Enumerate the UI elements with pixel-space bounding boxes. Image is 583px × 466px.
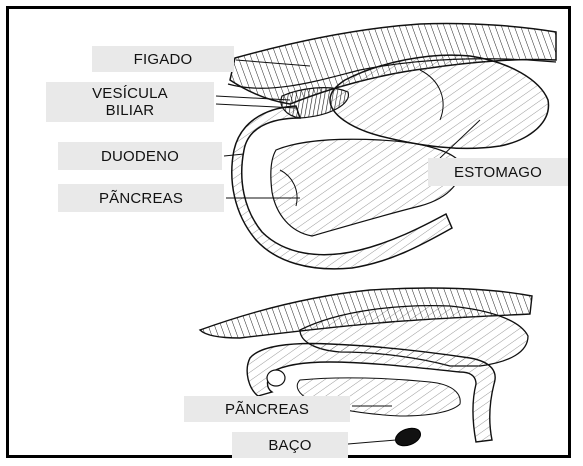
label-pancreas-top-text: PÃNCREAS	[99, 190, 183, 207]
label-biliar-text: BILIAR	[106, 102, 155, 119]
label-estomago: ESTOMAGO	[428, 158, 568, 186]
label-baco: BAÇO	[232, 432, 348, 458]
bottom-illustration	[200, 288, 532, 449]
label-vesicula-text: VESÍCULA	[92, 85, 168, 102]
duodenum-bottom-opening	[267, 370, 285, 386]
label-pancreas-bottom: PÃNCREAS	[184, 396, 350, 422]
label-pancreas-bottom-text: PÃNCREAS	[225, 401, 309, 418]
label-figado: FIGADO	[92, 46, 234, 72]
spleen-shape	[393, 425, 423, 449]
label-pancreas-top: PÃNCREAS	[58, 184, 224, 212]
label-baco-text: BAÇO	[268, 437, 311, 454]
label-figado-text: FIGADO	[134, 51, 193, 68]
label-vesicula-biliar: VESÍCULA BILIAR	[46, 82, 214, 122]
top-illustration	[228, 23, 556, 268]
label-duodeno: DUODENO	[58, 142, 222, 170]
label-duodeno-text: DUODENO	[101, 148, 179, 165]
label-estomago-text: ESTOMAGO	[454, 164, 542, 181]
